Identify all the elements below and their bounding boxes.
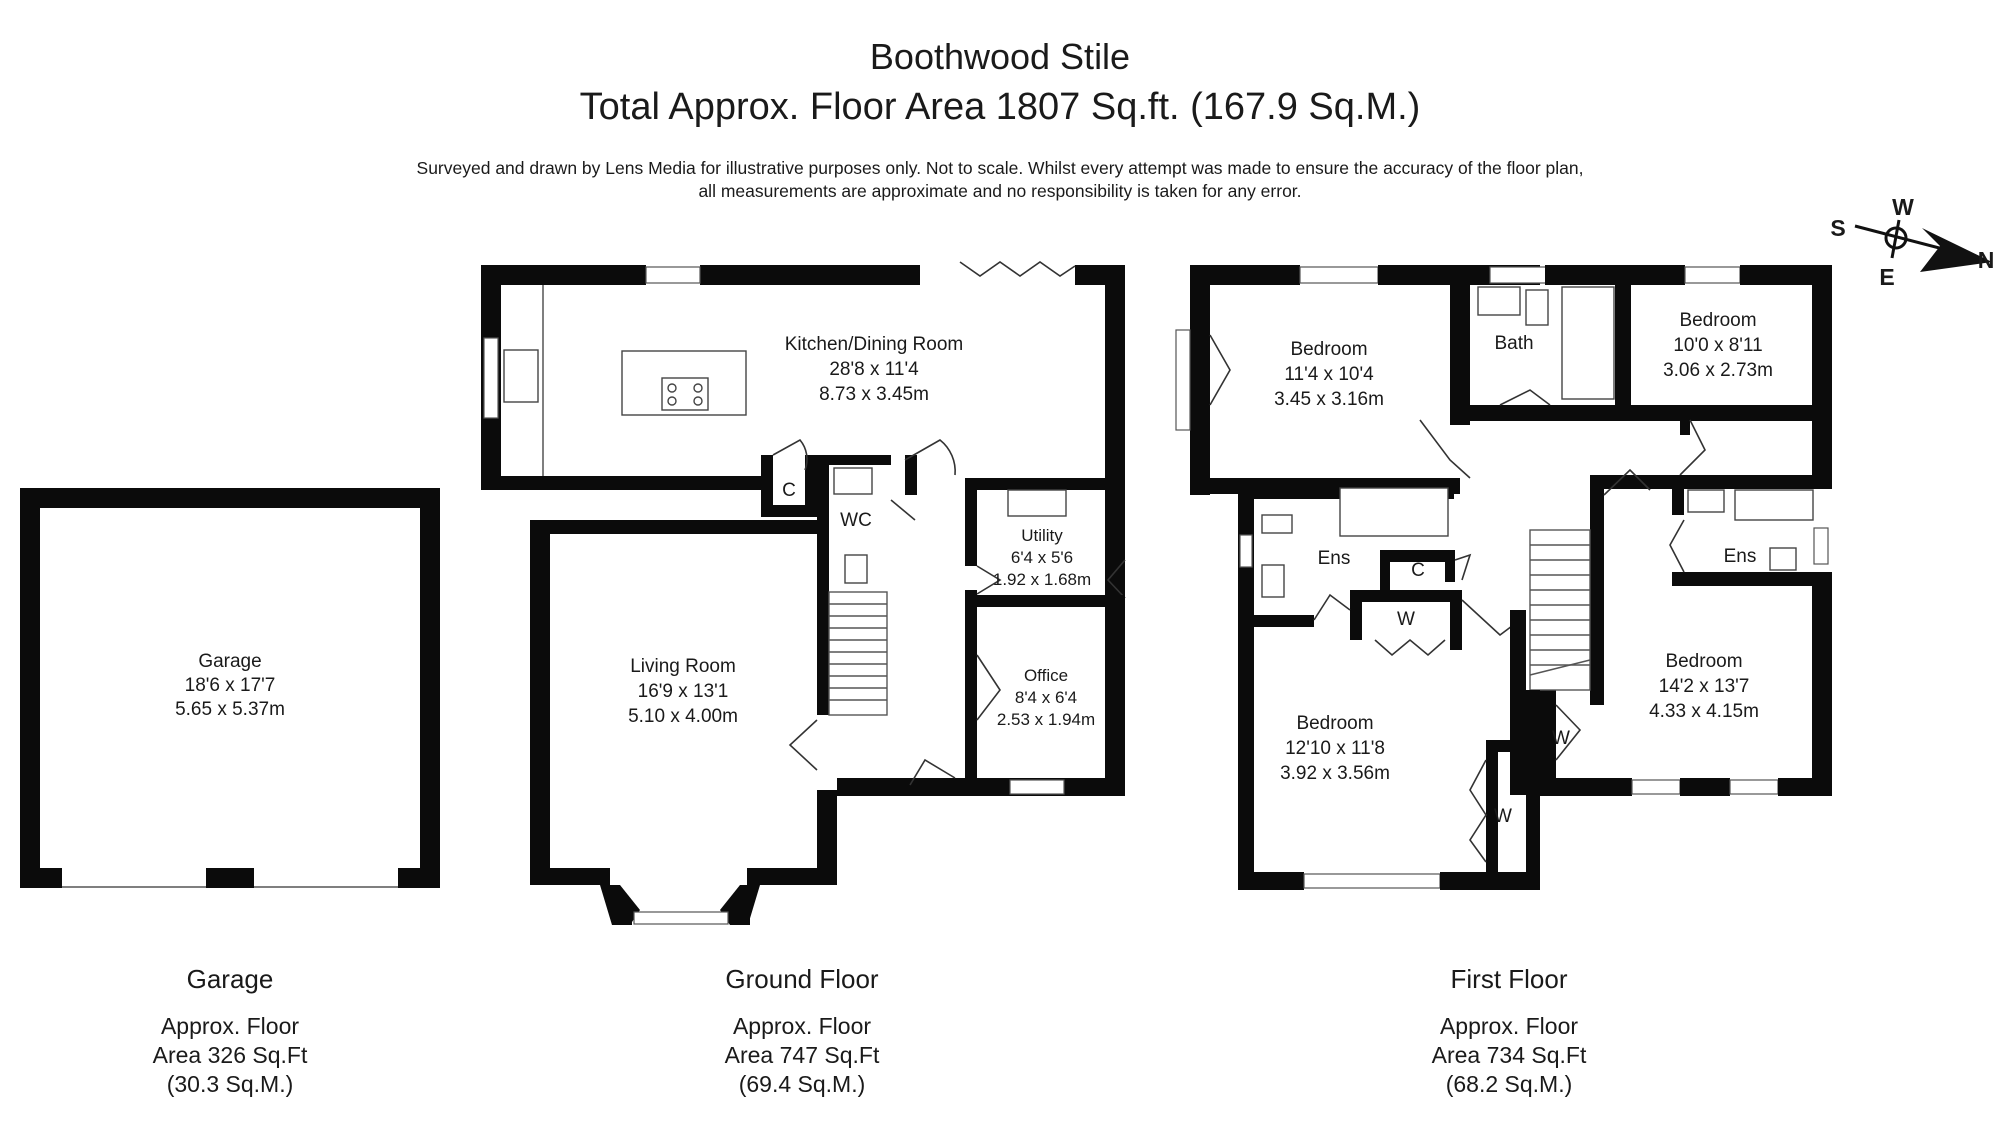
wardrobe-mid-label: W — [1397, 609, 1415, 630]
utility-room-imperial: 6'4 x 5'6 — [1011, 548, 1073, 567]
compass-east-label: E — [1879, 264, 1894, 290]
garage-footer-title: Garage — [187, 964, 274, 994]
living-room-metric: 5.10 x 4.00m — [628, 706, 738, 727]
bedroom-2-metric: 3.06 x 2.73m — [1663, 360, 1773, 381]
first-floor-footer-line1: Approx. Floor — [1440, 1013, 1578, 1039]
garage-footer-line1: Approx. Floor — [161, 1013, 299, 1039]
office-room-imperial: 8'4 x 6'4 — [1015, 688, 1077, 707]
office-room-metric: 2.53 x 1.94m — [997, 710, 1095, 729]
office-room-name: Office — [1024, 666, 1068, 685]
first-cupboard-label: C — [1411, 560, 1425, 581]
ensuite-left-label: Ens — [1318, 548, 1351, 569]
bedroom-4-imperial: 14'2 x 13'7 — [1659, 676, 1750, 697]
ground-floor-footer-line2: Area 747 Sq.Ft — [725, 1042, 880, 1068]
garage-footer-line2: Area 326 Sq.Ft — [153, 1042, 308, 1068]
ground-floor-footer-line3: (69.4 Sq.M.) — [739, 1071, 866, 1097]
wardrobe-left-label: W — [1494, 806, 1512, 827]
living-room-name: Living Room — [630, 656, 736, 677]
disclaimer-line-2: all measurements are approximate and no … — [698, 181, 1302, 201]
first-floor-footer-title: First Floor — [1451, 964, 1568, 994]
bedroom-3-metric: 3.92 x 3.56m — [1280, 763, 1390, 784]
garage-room-name: Garage — [198, 651, 261, 672]
compass-rose-icon: W S E N — [1830, 194, 1994, 290]
kitchen-room-name: Kitchen/Dining Room — [785, 334, 963, 355]
garage-plan — [20, 488, 440, 888]
first-floor-footer-line3: (68.2 Sq.M.) — [1446, 1071, 1573, 1097]
bedroom-1-name: Bedroom — [1290, 339, 1367, 360]
kitchen-room-imperial: 28'8 x 11'4 — [829, 359, 919, 380]
bedroom-3-name: Bedroom — [1296, 713, 1373, 734]
ground-floor-footer-title: Ground Floor — [725, 964, 879, 994]
ground-floor-plan — [481, 261, 1126, 925]
living-room-imperial: 16'9 x 13'1 — [638, 681, 729, 702]
first-floor-staircase-icon — [1529, 529, 1591, 691]
garage-room-imperial: 18'6 x 17'7 — [185, 675, 276, 696]
garage-footer-line3: (30.3 Sq.M.) — [167, 1071, 294, 1097]
garage-room-metric: 5.65 x 5.37m — [175, 699, 285, 720]
first-floor-plan — [1175, 265, 1832, 890]
ground-cupboard-label: C — [782, 480, 796, 501]
compass-west-label: W — [1892, 194, 1914, 220]
first-floor-footer-line2: Area 734 Sq.Ft — [1432, 1042, 1587, 1068]
bedroom-4-metric: 4.33 x 4.15m — [1649, 701, 1759, 722]
total-area-subtitle: Total Approx. Floor Area 1807 Sq.ft. (16… — [579, 86, 1421, 128]
kitchen-room-metric: 8.73 x 3.45m — [819, 384, 929, 405]
bath-label: Bath — [1494, 333, 1533, 354]
staircase-icon — [828, 591, 888, 716]
ground-floor-footer-line1: Approx. Floor — [733, 1013, 871, 1039]
bedroom-1-imperial: 11'4 x 10'4 — [1284, 364, 1374, 385]
utility-room-metric: 1.92 x 1.68m — [993, 570, 1091, 589]
plan-title: Boothwood Stile — [869, 36, 1131, 77]
bedroom-2-name: Bedroom — [1679, 310, 1756, 331]
bedroom-2-imperial: 10'0 x 8'11 — [1673, 335, 1762, 356]
wc-label: WC — [840, 510, 872, 531]
compass-north-label: N — [1978, 247, 1995, 273]
compass-south-label: S — [1830, 215, 1845, 241]
bedroom-4-name: Bedroom — [1665, 651, 1742, 672]
bedroom-3-imperial: 12'10 x 11'8 — [1285, 738, 1385, 759]
ensuite-right-label: Ens — [1724, 546, 1757, 567]
disclaimer-line-1: Surveyed and drawn by Lens Media for ill… — [416, 158, 1584, 178]
wardrobe-right-label: W — [1552, 728, 1570, 749]
utility-room-name: Utility — [1021, 526, 1063, 545]
bedroom-1-metric: 3.45 x 3.16m — [1274, 389, 1384, 410]
